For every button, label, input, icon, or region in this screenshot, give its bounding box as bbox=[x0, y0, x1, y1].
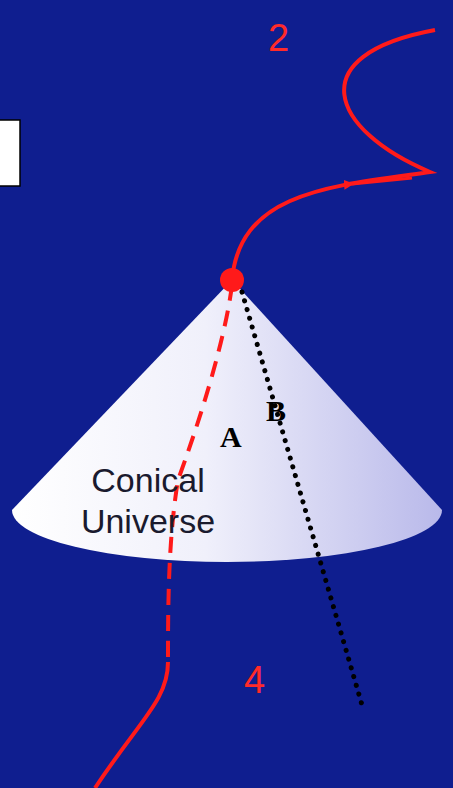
callout-number: 2 bbox=[268, 18, 289, 60]
region-label: Conical Universe bbox=[58, 460, 238, 543]
world-line bbox=[232, 30, 435, 280]
line-label: A bbox=[220, 420, 242, 453]
world-line bbox=[95, 662, 168, 788]
dotted-line bbox=[242, 292, 362, 705]
apex-dot bbox=[220, 268, 244, 292]
dashed-world-line bbox=[168, 285, 232, 662]
callout-number: 4 bbox=[244, 660, 265, 702]
arrow bbox=[352, 178, 412, 184]
line-label: B bbox=[266, 394, 286, 427]
